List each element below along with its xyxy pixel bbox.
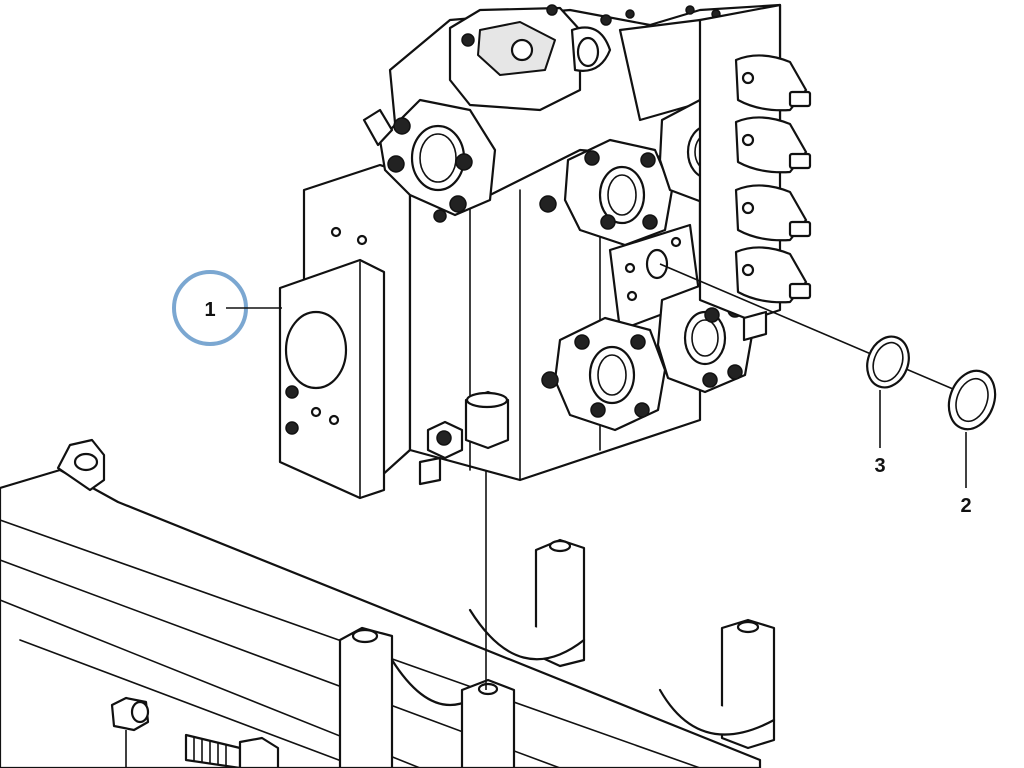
mounting-frame <box>0 438 776 768</box>
callout-2: 2 <box>960 432 972 517</box>
callout-1: 1 <box>172 270 282 346</box>
control-valve-assembly <box>278 3 812 500</box>
bushing-and-bolt <box>110 696 280 768</box>
callout-label-2: 2 <box>960 495 971 517</box>
callout-label-3: 3 <box>874 455 885 477</box>
o-ring-item-2 <box>947 369 997 431</box>
o-ring-item-3 <box>866 335 910 389</box>
callout-3: 3 <box>874 390 886 477</box>
solenoid-coils <box>734 54 812 304</box>
assembly-line-seals <box>659 263 961 393</box>
callout-label-1: 1 <box>204 299 215 321</box>
